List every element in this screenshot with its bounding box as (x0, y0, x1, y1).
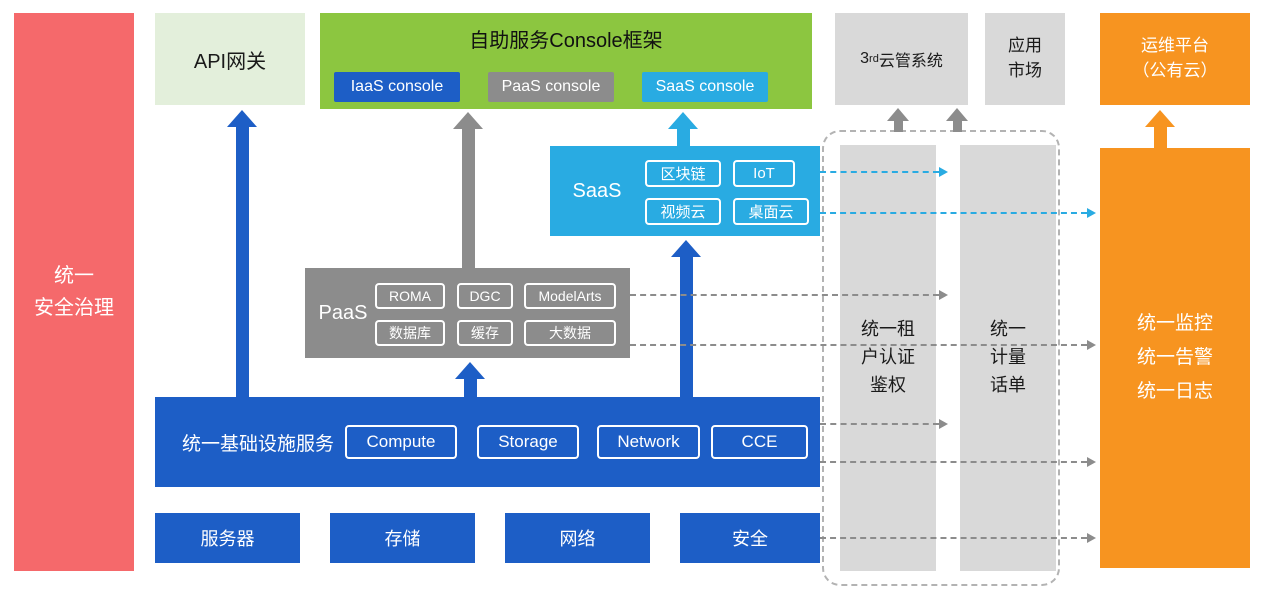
monitoring-bar: 统一监控 统一告警 统一日志 (1100, 148, 1250, 568)
saas-item-desktop-cloud: 桌面云 (733, 198, 809, 225)
paas-item-dgc: DGC (457, 283, 513, 309)
arrow-metering-to-third-party-cms (946, 108, 968, 132)
third-party-cms-suffix: 云管系统 (878, 53, 943, 70)
security-governance-bar: 统一 安全治理 (14, 13, 134, 571)
hardware-server-box: 服务器 (155, 513, 300, 563)
third-party-cms-sup: rd (869, 53, 879, 65)
hardware-storage-box: 存储 (330, 513, 475, 563)
app-market-box: 应用 市场 (985, 13, 1065, 105)
metering-bar: 统一 计量 话单 (960, 145, 1056, 571)
paas-item-cache: 缓存 (457, 320, 513, 346)
saas-item-iot: IoT (733, 160, 795, 187)
iaas-console-chip: IaaS console (334, 72, 460, 102)
iaas-layer-label: 统一基础设施服务 (181, 433, 334, 455)
arrow-iaas-to-saas (671, 240, 701, 397)
tenant-auth-bar: 统一租 户认证 鉴权 (840, 145, 936, 571)
paas-item-database: 数据库 (375, 320, 445, 346)
paas-layer-label: PaaS (318, 301, 368, 324)
hardware-security-box: 安全 (680, 513, 820, 563)
hardware-network-box: 网络 (505, 513, 650, 563)
paas-item-bigdata: 大数据 (524, 320, 616, 346)
arrow-iaas-to-paas (455, 362, 485, 397)
iaas-item-cce: CCE (711, 425, 808, 459)
paas-item-roma: ROMA (375, 283, 445, 309)
connector-security-to-monitoring (820, 533, 1096, 543)
arrow-paas-to-console (453, 112, 483, 268)
saas-layer-label: SaaS (572, 179, 622, 202)
paas-console-chip: PaaS console (488, 72, 614, 102)
api-gateway-box: API网关 (155, 13, 305, 105)
saas-item-video-cloud: 视频云 (645, 198, 721, 225)
paas-item-modelarts: ModelArts (524, 283, 616, 309)
connector-paas-to-metering (630, 290, 948, 300)
arrow-monitoring-to-ops-platform (1145, 110, 1175, 148)
iaas-item-storage: Storage (477, 425, 579, 459)
iaas-item-network: Network (597, 425, 700, 459)
connector-iaas-to-monitoring (820, 457, 1096, 467)
iaas-item-compute: Compute (345, 425, 457, 459)
saas-console-chip: SaaS console (642, 72, 768, 102)
saas-item-blockchain: 区块链 (645, 160, 721, 187)
connector-saas-to-monitoring (820, 208, 1096, 218)
ops-platform-box: 运维平台 （公有云） (1100, 13, 1250, 105)
arrow-saas-to-console (668, 112, 698, 146)
third-party-cms-prefix: 3 (860, 50, 870, 67)
arrow-auth-to-third-party-cms (887, 108, 909, 132)
shared-services-frame (822, 130, 1060, 586)
console-framework-title: 自助服务Console框架 (469, 30, 663, 52)
connector-iaas-to-metering (820, 419, 948, 429)
arrow-iaas-to-api-gateway (227, 110, 257, 397)
connector-paas-to-monitoring (630, 340, 1096, 350)
connector-saas-to-auth (820, 167, 948, 177)
iaas-layer-box (155, 397, 820, 487)
